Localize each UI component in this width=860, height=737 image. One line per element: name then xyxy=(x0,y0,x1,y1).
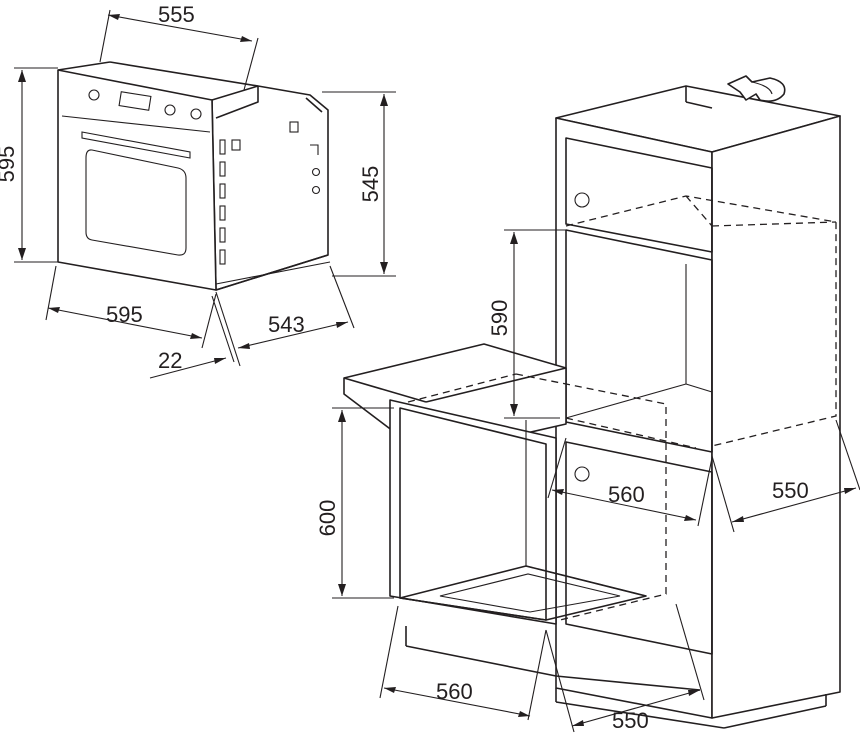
oven-knob-mid-icon xyxy=(164,104,176,116)
oven-side-tab xyxy=(231,139,241,151)
oven-body-bevel xyxy=(305,97,323,113)
undercounter-dashed-box xyxy=(407,373,667,621)
tall-cabinet-upper-hole-icon xyxy=(574,192,590,208)
dim-oven-height-label: 595 xyxy=(0,146,19,183)
oven-display xyxy=(118,91,152,111)
dim-undercounter-width-label: 560 xyxy=(436,679,473,704)
dim-tall-niche-width: 560 xyxy=(547,437,713,527)
oven-knob-left-icon xyxy=(88,89,100,101)
tall-cabinet xyxy=(555,75,841,729)
oven-bottom-lip xyxy=(215,261,331,285)
dim-oven-body-depth-label: 543 xyxy=(268,312,305,337)
dim-front-panel-thickness: 22 xyxy=(149,295,235,379)
dim-oven-width: 595 xyxy=(45,265,217,349)
oven-side-hook xyxy=(310,144,319,155)
oven-side-hole-1 xyxy=(311,167,321,177)
tall-cabinet-upper-opening xyxy=(565,137,713,253)
dim-tall-niche-height: 590 xyxy=(487,229,566,419)
dim-undercounter-width: 560 xyxy=(379,605,547,721)
oven-knob-right-icon xyxy=(190,108,202,120)
dim-front-panel-thickness-label: 22 xyxy=(158,348,182,373)
ventilation-arrow-icon xyxy=(727,75,786,102)
oven-control-strip-line xyxy=(61,115,211,133)
tall-cabinet-side xyxy=(711,115,841,719)
oven-top-back-edge xyxy=(57,61,111,71)
oven-side-vents xyxy=(219,139,226,265)
dim-oven-height: 595 xyxy=(0,67,58,263)
countertop-front-edge xyxy=(343,377,427,403)
dim-oven-top-depth: 555 xyxy=(99,2,259,91)
oven-door-handle xyxy=(81,131,191,159)
dim-tall-niche-height-label: 590 xyxy=(487,300,512,337)
dim-undercounter-height-label: 600 xyxy=(315,500,340,537)
tall-cabinet-niche-opening xyxy=(565,229,713,453)
undercounter-floor-tray xyxy=(439,573,621,613)
dim-oven-width-label: 595 xyxy=(106,302,143,327)
dim-tall-niche-width-label: 560 xyxy=(608,482,645,507)
tall-cabinet-lower-opening xyxy=(565,441,713,655)
countertop-right-edge xyxy=(425,367,567,403)
oven-top-rear-edge xyxy=(109,61,259,87)
tall-cabinet-plinth-front xyxy=(555,701,725,729)
oven-door-window xyxy=(85,149,187,256)
dim-oven-body-height: 545 xyxy=(322,91,396,277)
dim-oven-top-depth-label: 555 xyxy=(158,2,195,27)
tall-cabinet-plinth-side xyxy=(723,705,827,729)
undercounter-niche-back xyxy=(389,399,557,625)
oven-bottom-edge xyxy=(215,254,329,291)
tall-cabinet-niche-floor-edge xyxy=(565,383,687,419)
undercounter-cabinet xyxy=(343,343,701,691)
dim-undercounter-depth-label: 550 xyxy=(612,708,649,733)
dim-oven-body-height-label: 545 xyxy=(358,166,383,203)
undercounter-plinth-front xyxy=(405,645,557,677)
oven-body-top-edge xyxy=(215,86,259,119)
oven-side-hole-2 xyxy=(311,185,321,195)
dim-tall-niche-depth: 550 xyxy=(711,419,860,533)
dim-oven-body-depth: 543 xyxy=(215,265,355,367)
oven-body-side xyxy=(211,85,329,291)
undercounter-plinth-right xyxy=(555,675,701,691)
tall-cabinet-dashed-box xyxy=(565,195,837,449)
tall-cabinet-front xyxy=(555,117,713,719)
tall-cabinet-top-step xyxy=(685,101,713,109)
dim-tall-niche-depth-label: 550 xyxy=(772,478,809,503)
dim-undercounter-depth: 550 xyxy=(545,603,705,733)
oven-front-panel xyxy=(57,69,217,291)
tall-cabinet-niche-floor-step xyxy=(685,383,713,393)
oven-side-bracket xyxy=(289,121,299,133)
oven-drawing xyxy=(57,61,331,291)
dim-undercounter-height: 600 xyxy=(315,407,394,599)
tall-cabinet-lower-hole-icon xyxy=(574,466,590,482)
